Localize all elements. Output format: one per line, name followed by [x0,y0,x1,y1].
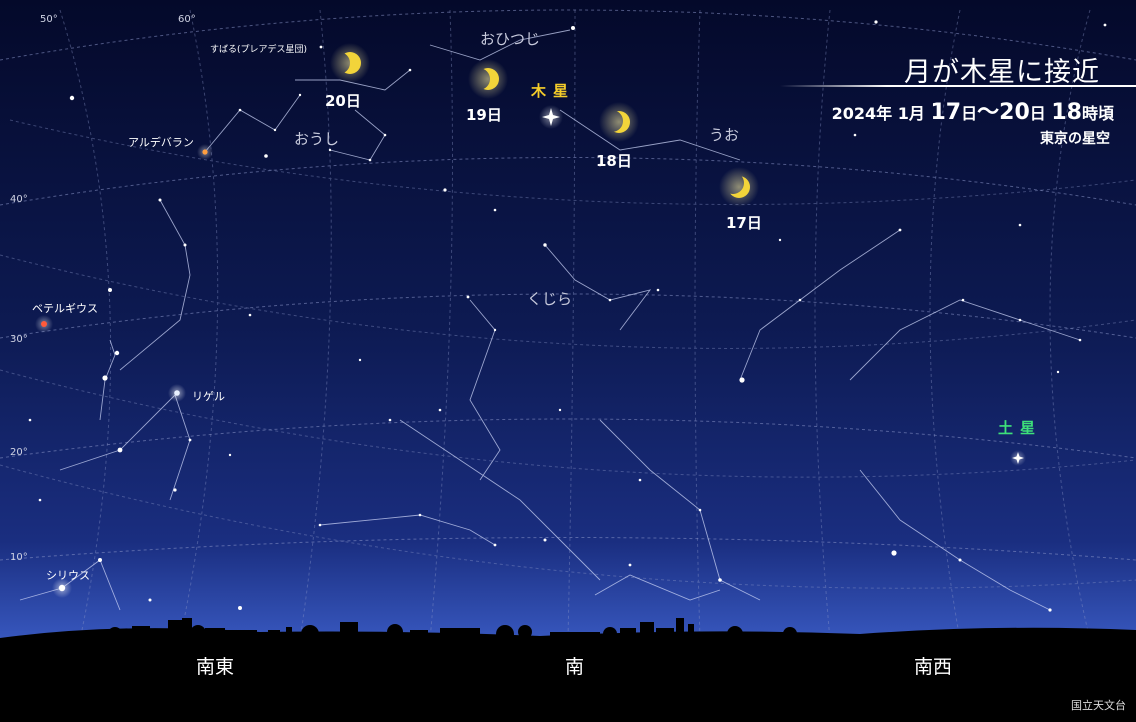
bright-stars [35,45,323,598]
date-day-suffix-2: 日 [1029,104,1046,123]
betelgeuse-star [41,321,47,327]
direction-southeast: 南東 [196,656,235,678]
direction-southwest: 南西 [914,656,953,678]
moon-day-19 [477,68,499,90]
moon-day-label: 19日 [466,106,502,124]
moon-day-label: 17日 [726,214,762,232]
constellation-taurus: おうし [294,130,340,148]
aldebaran-label: アルデバラン [128,136,194,149]
credit-label: 国立天文台 [1071,699,1126,712]
date-month: 1月 [897,104,925,123]
moon-day-17 [728,176,750,198]
title-divider [780,85,1136,87]
date-day-suffix-1: 日 [961,104,978,123]
moon-day-20 [339,52,361,74]
horizon-silhouette [0,618,1136,722]
sirius-label: シリウス [46,569,90,582]
constellation-cetus: くじら [527,290,573,308]
pleiades-cluster [319,45,323,49]
date-time-suffix: 時頃 [1081,104,1114,123]
altitude-label: 10° [10,552,28,563]
background-stars [28,20,1107,612]
betelgeuse-label: ベテルギウス [32,302,98,315]
date-tilde: 〜 [977,100,1000,125]
moon-phases [330,43,759,207]
date-year: 2024年 [831,104,893,123]
date-range: 2024年 1月 17日〜20日 18時頃 [832,94,1114,126]
date-end-day: 20 [999,100,1030,125]
sirius-star [58,584,66,592]
constellation-aries: おひつじ [480,30,541,48]
moon-day-label: 20日 [325,92,361,110]
location-label: 東京の星空 [1040,131,1110,147]
rigel-star [174,390,180,396]
saturn-marker [1010,450,1026,466]
jupiter-marker [539,105,563,129]
altitude-label: 40° [10,194,28,205]
altitude-label: 20° [10,447,28,458]
moon-day-label: 18日 [596,152,632,170]
direction-south: 南 [565,656,585,678]
date-start-day: 17 [930,100,962,125]
sky-grid [0,9,1136,641]
altitude-label: 30° [10,334,28,345]
aldebaran-star [202,149,208,155]
date-hour: 18 [1051,100,1082,125]
rigel-label: リゲル [192,390,225,403]
altitude-grid [0,9,1136,561]
saturn-label: 土星 [998,419,1043,437]
chart-title: 月が木星に接近 [904,57,1100,88]
moon-day-18 [608,111,630,133]
jupiter-label: 木星 [531,82,576,100]
altitude-label: 50° [40,14,58,25]
constellation-pisces: うお [709,126,740,144]
pleiades-label: すばる(プレアデス星団) [210,45,308,55]
altitude-label: 60° [178,14,196,25]
